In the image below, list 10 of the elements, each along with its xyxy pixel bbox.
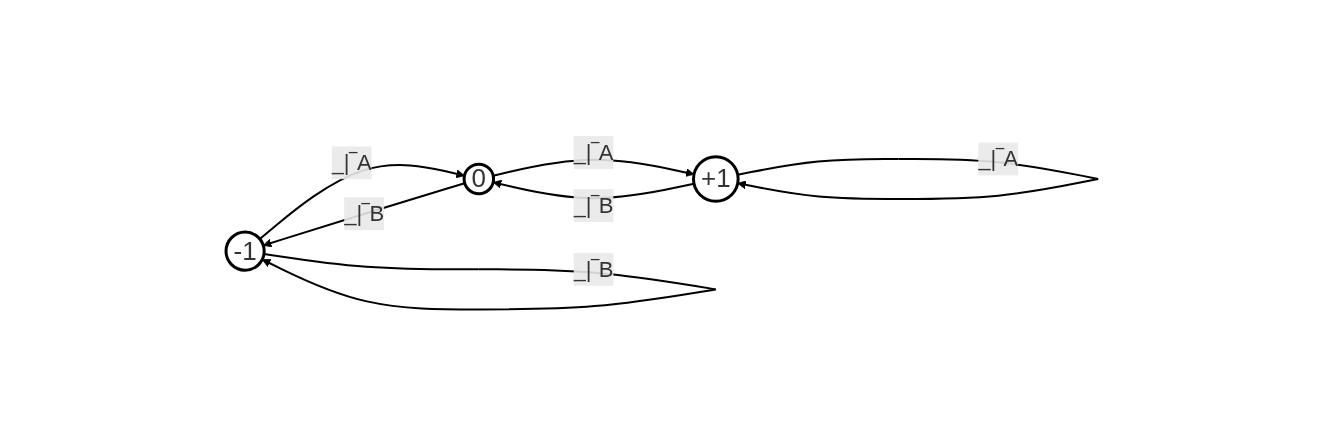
edge-label: _|‾A — [331, 150, 372, 176]
edge-label: _|‾B — [573, 192, 614, 218]
edge-label: _|‾A — [573, 139, 614, 165]
edge-label: _|‾B — [573, 256, 614, 282]
node-circle: -1 — [224, 230, 266, 272]
arrow — [259, 163, 466, 240]
node-circle: +1 — [692, 154, 740, 203]
edge-label: _|‾A — [978, 146, 1019, 172]
node-circle: 0 — [462, 162, 496, 195]
edge-label: _|‾B — [344, 201, 385, 227]
